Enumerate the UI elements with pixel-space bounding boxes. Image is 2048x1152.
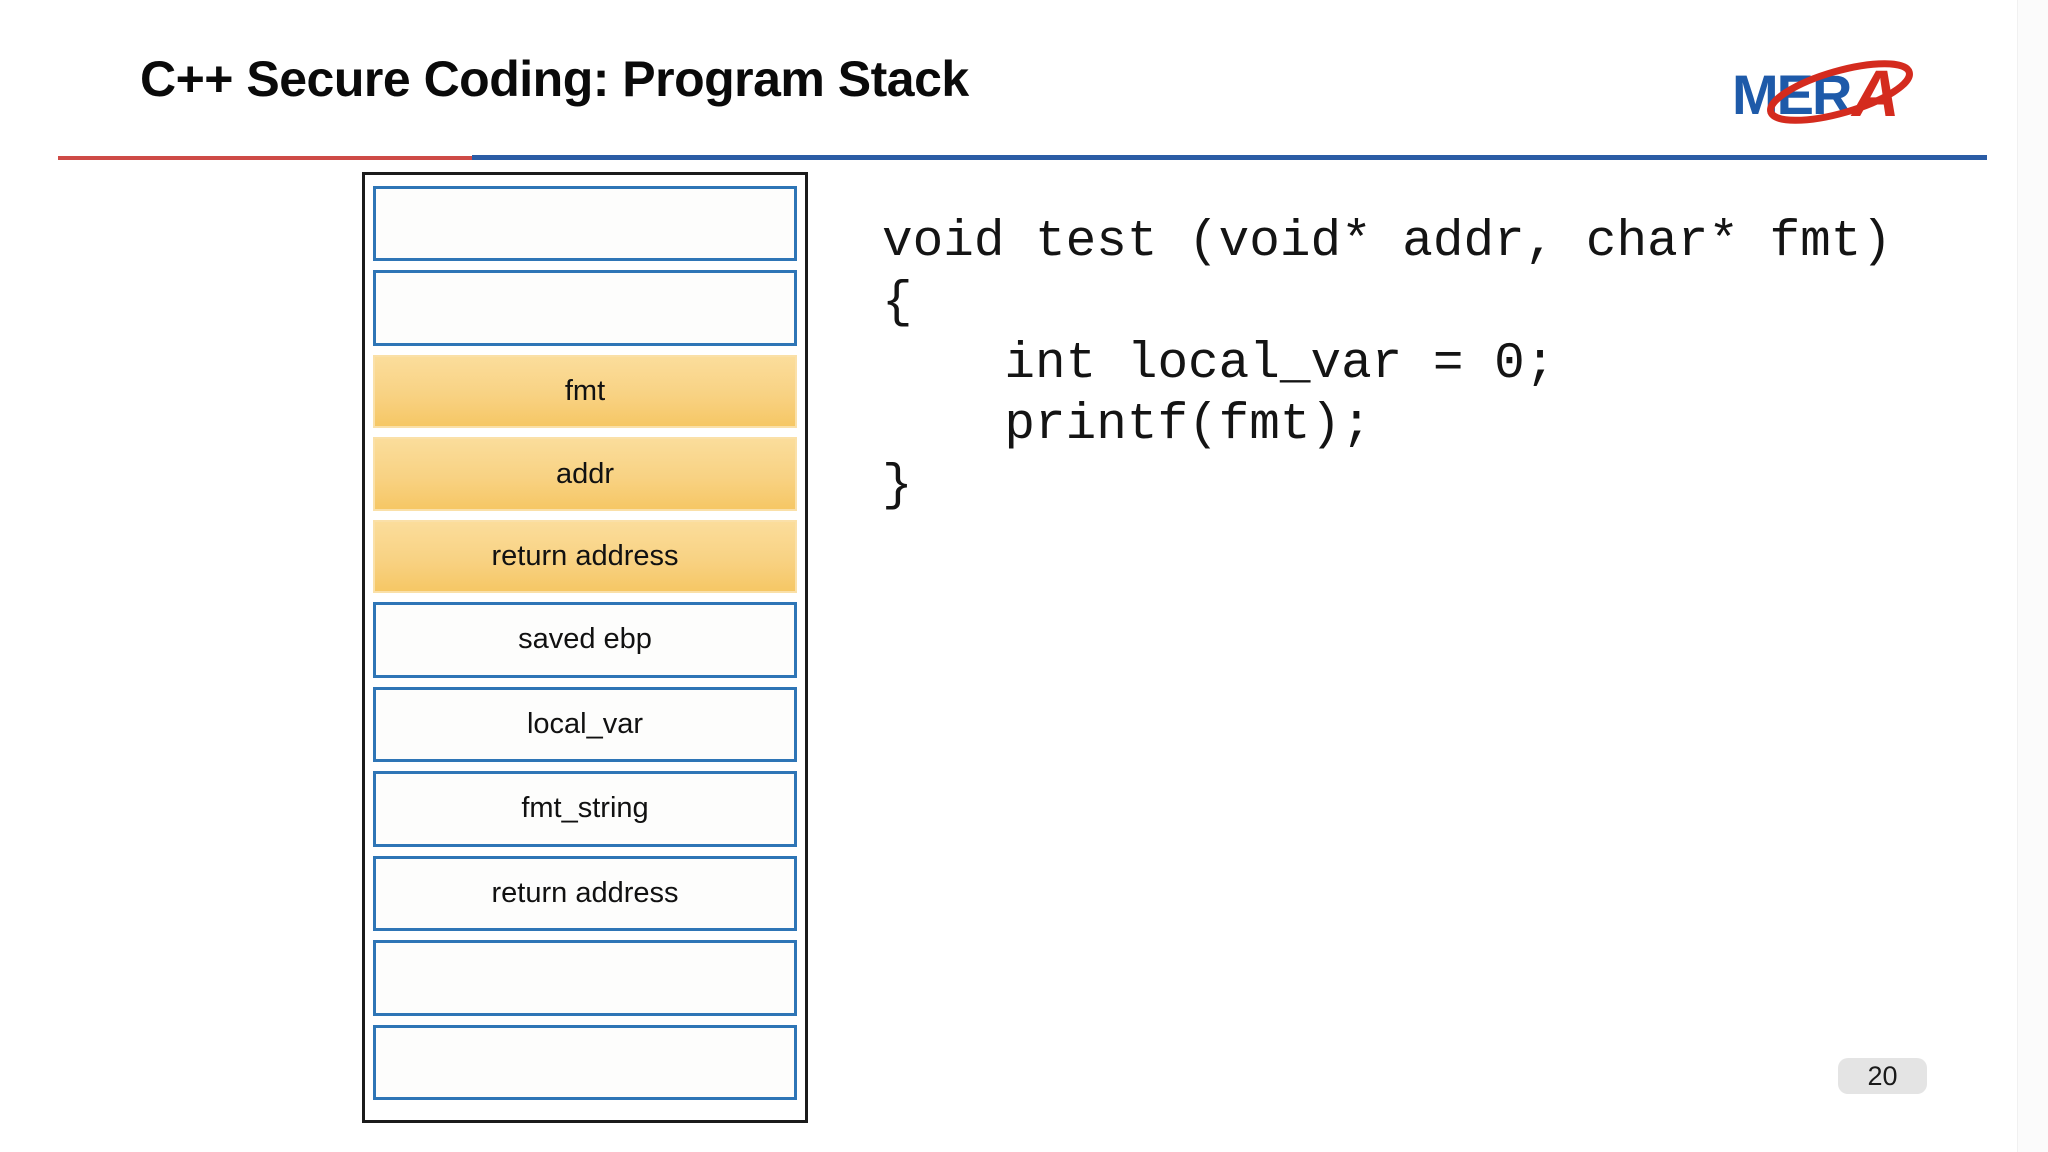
logo-swoosh-ellipse (1767, 60, 1913, 124)
slide-title: C++ Secure Coding: Program Stack (140, 51, 969, 107)
logo-text-a: A (1850, 56, 1900, 130)
stack-cell-empty-top-1 (373, 186, 797, 262)
stack-cell-fmt: fmt (373, 354, 797, 429)
stack-cell-return-address-2: return address (373, 855, 797, 932)
divider-line-red (58, 156, 472, 160)
stack-cell-empty-top-2 (373, 270, 797, 346)
stack-cell-empty-bottom-2 (373, 1024, 797, 1100)
stack-cell-local-var: local_var (373, 686, 797, 763)
mera-logo: MER A (1732, 56, 1913, 130)
stack-cell-return-address-1: return address (373, 519, 797, 594)
page-number-badge: 20 (1838, 1058, 1927, 1094)
stack-cell-addr: addr (373, 437, 797, 511)
stack-cell-empty-bottom-1 (373, 940, 797, 1016)
stack-cell-fmt-string: fmt_string (373, 771, 797, 847)
slide-right-edge (2017, 0, 2048, 1152)
divider-line-blue (472, 155, 1987, 160)
program-stack-diagram: fmt addr return address saved ebp local_… (362, 172, 808, 1123)
code-snippet: void test (void* addr, char* fmt) { int … (882, 214, 1892, 515)
stack-cell-saved-ebp: saved ebp (373, 602, 797, 678)
